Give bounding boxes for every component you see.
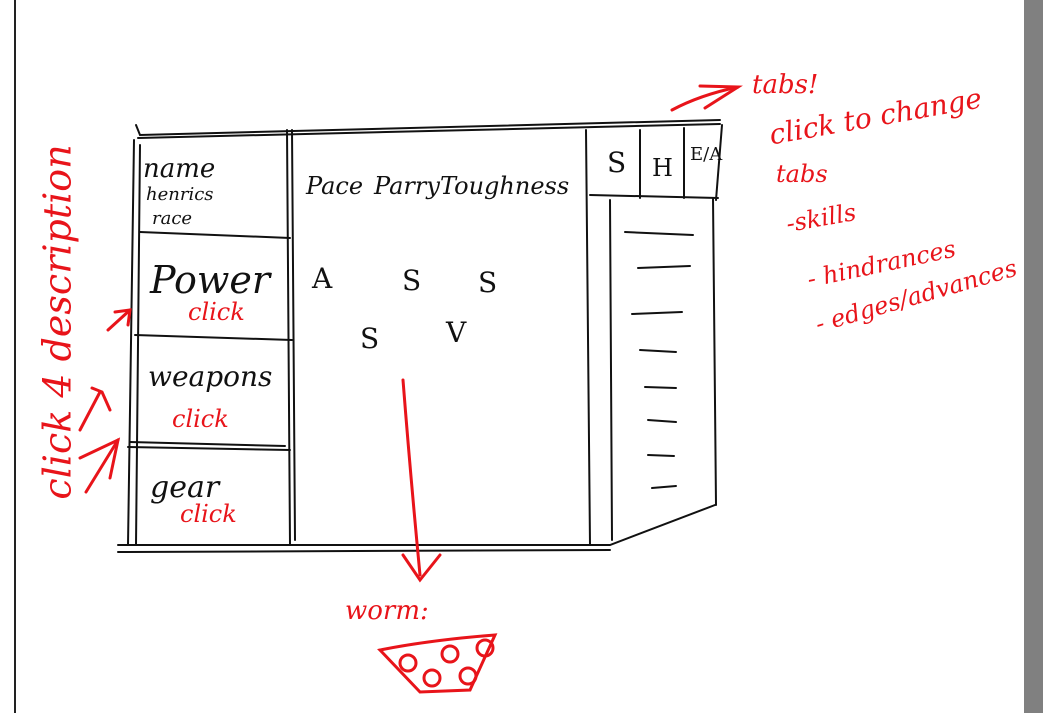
- power-item[interactable]: [140, 240, 288, 336]
- tab-skills[interactable]: S: [607, 146, 627, 179]
- attribute-spirit: S: [478, 266, 498, 299]
- worm-label: worm:: [345, 596, 429, 626]
- page-left-border: [0, 0, 16, 713]
- attribute-vigor: V: [446, 316, 467, 349]
- attribute-strength: S: [360, 322, 380, 355]
- toughness-header: Toughness: [440, 172, 570, 200]
- name-label: name: [143, 154, 216, 184]
- race-label: race: [152, 208, 193, 229]
- pace-header: Pace: [306, 172, 364, 200]
- gear-item[interactable]: [140, 452, 288, 542]
- weapons-item-label: weapons: [148, 360, 273, 393]
- tab-hindrances[interactable]: H: [652, 154, 673, 182]
- power-item-label: Power: [150, 258, 271, 302]
- tab-edges-advances[interactable]: E/A: [690, 144, 723, 165]
- tabs-note-title: tabs!: [752, 70, 819, 100]
- gear-click-note: click: [180, 500, 237, 528]
- gear-item-label: gear: [150, 470, 220, 505]
- parry-header: Parry: [374, 172, 440, 200]
- tabs-note-tabs-word: tabs: [776, 160, 828, 188]
- attribute-smarts: S: [402, 264, 422, 297]
- click-for-description-note: click 4 description: [35, 144, 80, 500]
- attribute-agility: A: [312, 262, 333, 295]
- class-label: henrics: [146, 184, 214, 205]
- weapons-item[interactable]: [140, 342, 288, 442]
- weapons-click-note: click: [172, 405, 229, 433]
- power-click-note: click: [188, 298, 245, 326]
- scrollbar[interactable]: [1024, 0, 1043, 713]
